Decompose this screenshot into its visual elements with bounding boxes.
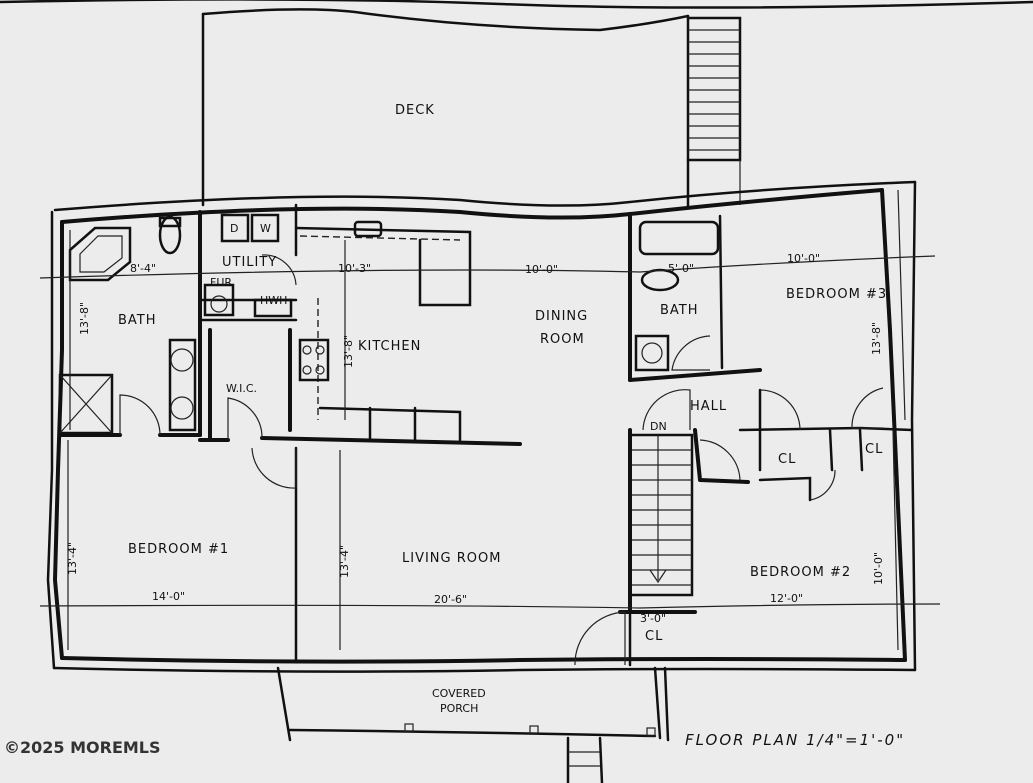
dim-living-width: 20'-6" <box>434 593 467 606</box>
label-porch-1: COVERED <box>432 687 486 700</box>
label-porch-2: PORCH <box>440 702 478 715</box>
dim-bed1-height: 13'-4" <box>66 542 79 575</box>
label-living-room: LIVING ROOM <box>402 551 501 566</box>
interior-walls <box>60 203 914 667</box>
label-dishwasher: D <box>230 222 238 235</box>
label-furnace: FUR <box>210 276 232 289</box>
dim-bed2-width: 12'-0" <box>770 592 803 605</box>
label-stairs-down: DN <box>650 420 667 433</box>
label-dining-1: DINING <box>535 309 588 324</box>
door-swings <box>119 254 884 666</box>
dim-bed2-height: 10'-0" <box>872 552 885 585</box>
label-utility: UTILITY <box>222 255 277 270</box>
label-washer: W <box>260 222 271 235</box>
dim-kitchen-height: 13'-8" <box>342 335 355 368</box>
dimension-lines <box>39 189 941 651</box>
label-closet-2: CL <box>865 442 883 457</box>
interior-stairs <box>630 433 694 597</box>
label-hall: HALL <box>690 399 727 414</box>
label-bedroom-1: BEDROOM #1 <box>128 542 229 557</box>
dim-closet-width: 3'-0" <box>640 612 666 625</box>
label-deck: DECK <box>395 103 435 118</box>
dim-bed3-height: 13'-8" <box>870 322 883 355</box>
label-wic: W.I.C. <box>226 382 257 395</box>
dim-bed3-width: 10'-0" <box>787 252 820 265</box>
dim-bed1-width: 14'-0" <box>152 590 185 603</box>
exterior-walls <box>46 180 917 673</box>
dim-bath1-height: 13'-8" <box>78 302 91 335</box>
fixtures <box>58 213 720 435</box>
plan-title: FLOOR PLAN 1/4"=1'-0" <box>685 731 905 749</box>
label-kitchen: KITCHEN <box>358 339 421 354</box>
dim-kitchen-width: 10'-3" <box>338 262 371 275</box>
paper-edge <box>0 0 1033 9</box>
label-closet-3: CL <box>645 629 663 644</box>
label-bedroom-3: BEDROOM #3 <box>786 287 887 302</box>
label-bath-1: BATH <box>118 313 157 328</box>
dim-bath2-width: 5'-0" <box>668 262 694 275</box>
covered-porch <box>276 666 670 783</box>
label-dining-2: ROOM <box>540 332 585 347</box>
dim-living-height: 13'-4" <box>338 545 351 578</box>
dim-bath1-width: 8'-4" <box>130 262 156 275</box>
dim-dining-width: 10'-0" <box>525 263 558 276</box>
label-water-heater: HWH <box>260 294 287 307</box>
label-closet-1: CL <box>778 452 796 467</box>
label-bedroom-2: BEDROOM #2 <box>750 565 851 580</box>
deck <box>201 8 742 210</box>
label-bath-2: BATH <box>660 303 699 318</box>
watermark: ©2025 MOREMLS <box>4 738 161 757</box>
